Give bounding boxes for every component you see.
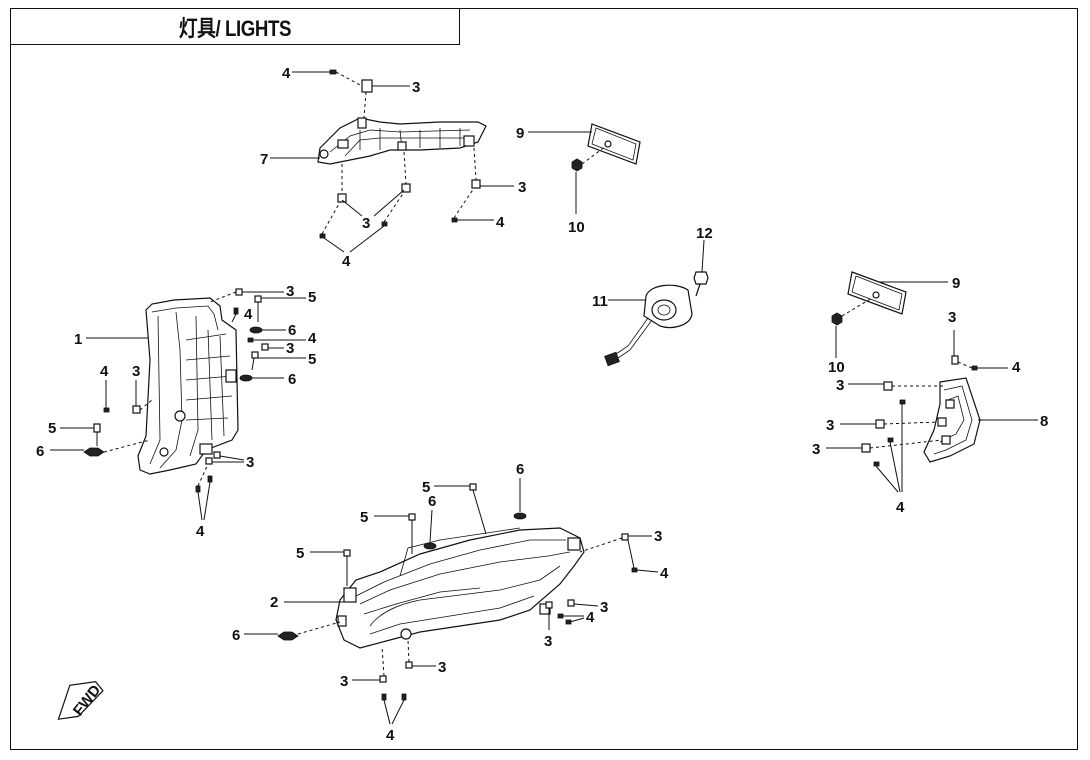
clips-fasteners-part7: [270, 69, 514, 253]
callout-6: 6: [36, 443, 44, 460]
callout-5: 5: [308, 351, 316, 368]
callout-6: 6: [232, 627, 240, 644]
part-9-reflector-right: [831, 271, 948, 358]
callout-4: 4: [100, 363, 109, 380]
clips-fasteners-part1: [50, 288, 306, 521]
callout-7: 7: [260, 151, 268, 168]
callout-4: 4: [196, 523, 205, 540]
callout-4: 4: [896, 499, 905, 516]
callout-3: 3: [826, 417, 834, 434]
callout-4: 4: [282, 65, 291, 82]
callout-3: 3: [948, 309, 956, 326]
callout-3: 3: [340, 673, 348, 690]
callout-3: 3: [132, 363, 140, 380]
callout-8: 8: [1040, 413, 1048, 430]
callout-5: 5: [422, 479, 430, 496]
callout-4: 4: [386, 727, 395, 744]
callout-4: 4: [308, 330, 317, 347]
callout-11: 11: [592, 293, 608, 310]
diagram-frame: [10, 8, 1078, 750]
callout-3: 3: [438, 659, 446, 676]
callout-5: 5: [48, 420, 56, 437]
part-11-license-light: [604, 239, 709, 367]
part-7-bracket: [317, 117, 487, 165]
callout-3: 3: [362, 215, 370, 232]
callout-5: 5: [360, 509, 368, 526]
callout-3: 3: [518, 179, 526, 196]
callout-5: 5: [296, 545, 304, 562]
callout-12: 12: [696, 225, 713, 242]
callout-3: 3: [654, 528, 662, 545]
callout-9: 9: [952, 275, 960, 292]
callout-4: 4: [342, 253, 351, 270]
callout-6: 6: [516, 461, 524, 478]
callout-3: 3: [600, 599, 608, 616]
callout-4: 4: [244, 306, 253, 323]
callout-3: 3: [246, 454, 254, 471]
callout-3: 3: [812, 441, 820, 458]
part-1-tail-light: [86, 297, 239, 475]
callout-3: 3: [412, 79, 420, 96]
callout-5: 5: [308, 289, 316, 306]
callout-labels: 1 2 7 8 9 9 10 10 11 12 3 3 3 3 3 3 3 3 …: [36, 65, 1048, 744]
callout-4: 4: [586, 609, 595, 626]
callout-3: 3: [286, 283, 294, 300]
callout-6: 6: [288, 371, 296, 388]
part-8-side-marker: [826, 330, 1038, 493]
callout-3: 3: [544, 633, 552, 650]
callout-9: 9: [516, 125, 524, 142]
part-2-headlight: [284, 527, 585, 649]
callout-10: 10: [828, 359, 845, 376]
callout-10: 10: [568, 219, 585, 236]
callout-4: 4: [660, 565, 669, 582]
page-title: 灯具/ LIGHTS: [178, 15, 292, 41]
part-9-reflector-top: [528, 123, 641, 214]
callout-3: 3: [286, 340, 294, 357]
callout-2: 2: [270, 594, 278, 611]
callout-6: 6: [288, 322, 296, 339]
clips-fasteners-part2: [244, 478, 659, 725]
title-box: 灯具/ LIGHTS: [10, 8, 460, 45]
callout-4: 4: [496, 214, 505, 231]
callout-1: 1: [74, 331, 82, 348]
callout-4: 4: [1012, 359, 1021, 376]
callout-3: 3: [836, 377, 844, 394]
fwd-arrow-icon: FWD: [57, 681, 104, 720]
callout-6: 6: [428, 493, 436, 510]
